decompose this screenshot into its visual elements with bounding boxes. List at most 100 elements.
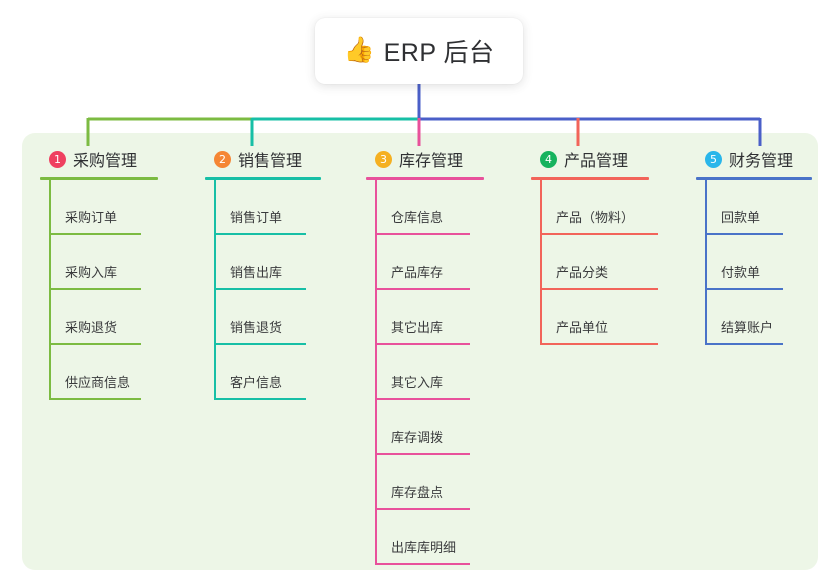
leaf-item[interactable]: 其它出库 — [375, 290, 484, 345]
column-3: 3 库存管理仓库信息产品库存其它出库其它入库库存调拨库存盘点出库库明细 — [366, 147, 484, 565]
leaf-item[interactable]: 采购退货 — [49, 290, 158, 345]
leaf-label: 客户信息 — [230, 375, 283, 390]
column-spine-3 — [375, 180, 377, 565]
leaf-rule — [51, 343, 141, 345]
leaf-item[interactable]: 库存调拨 — [375, 400, 484, 455]
leaf-label: 库存盘点 — [391, 485, 444, 500]
leaf-label: 产品分类 — [556, 265, 609, 280]
leaf-item[interactable]: 供应商信息 — [49, 345, 158, 400]
leaf-label: 仓库信息 — [391, 210, 444, 225]
column-header-1[interactable]: 1 采购管理 — [40, 147, 158, 171]
leaf-rule — [377, 233, 470, 235]
leaf-item[interactable]: 销售退货 — [214, 290, 321, 345]
column-items-1: 采购订单采购入库采购退货供应商信息 — [40, 180, 158, 400]
leaf-rule — [51, 233, 141, 235]
leaf-item[interactable]: 产品分类 — [540, 235, 658, 290]
column-rule-4 — [531, 177, 649, 180]
column-title-3: 库存管理 — [399, 153, 464, 170]
leaf-item[interactable]: 采购订单 — [49, 180, 158, 235]
leaf-item[interactable]: 销售出库 — [214, 235, 321, 290]
column-items-4: 产品（物料） 产品分类产品单位 — [531, 180, 658, 345]
leaf-label: 采购退货 — [65, 320, 118, 335]
column-title-2: 销售管理 — [238, 153, 303, 170]
leaf-label: 采购入库 — [65, 265, 118, 280]
leaf-label: 回款单 — [721, 210, 761, 225]
leaf-item[interactable]: 结算账户 — [705, 290, 812, 345]
column-badge-2: 2 — [214, 150, 231, 168]
column-items-2: 销售订单销售出库销售退货客户信息 — [205, 180, 321, 400]
leaf-item[interactable]: 付款单 — [705, 235, 812, 290]
column-title-4: 产品管理 — [564, 153, 629, 170]
leaf-rule — [707, 343, 783, 345]
leaf-label: 销售出库 — [230, 265, 283, 280]
leaf-item[interactable]: 产品（物料） — [540, 180, 658, 235]
leaf-item[interactable]: 库存盘点 — [375, 455, 484, 510]
column-title-5: 财务管理 — [729, 153, 794, 170]
leaf-item[interactable]: 产品库存 — [375, 235, 484, 290]
leaf-label: 供应商信息 — [65, 375, 131, 390]
leaf-rule — [542, 343, 658, 345]
leaf-label: 付款单 — [721, 265, 761, 280]
leaf-rule — [542, 288, 658, 290]
thumbs-up-icon: 👍 — [343, 35, 375, 64]
column-items-3: 仓库信息产品库存其它出库其它入库库存调拨库存盘点出库库明细 — [366, 180, 484, 565]
column-header-3[interactable]: 3 库存管理 — [366, 147, 484, 171]
leaf-rule — [216, 398, 306, 400]
leaf-rule — [377, 563, 470, 565]
leaf-label: 产品（物料） — [556, 210, 635, 225]
column-spine-2 — [214, 180, 216, 400]
leaf-label: 采购订单 — [65, 210, 118, 225]
leaf-item[interactable]: 出库库明细 — [375, 510, 484, 565]
leaf-rule — [707, 288, 783, 290]
leaf-rule — [216, 233, 306, 235]
leaf-rule — [51, 398, 141, 400]
root-node[interactable]: 👍 ERP 后台 — [315, 18, 523, 84]
leaf-label: 产品库存 — [391, 265, 444, 280]
leaf-rule — [377, 288, 470, 290]
leaf-label: 产品单位 — [556, 320, 609, 335]
leaf-label: 出库库明细 — [391, 540, 457, 555]
column-1: 1 采购管理采购订单采购入库采购退货供应商信息 — [40, 147, 158, 400]
column-rule-1 — [40, 177, 158, 180]
column-header-4[interactable]: 4 产品管理 — [531, 147, 649, 171]
leaf-item[interactable]: 采购入库 — [49, 235, 158, 290]
leaf-label: 销售订单 — [230, 210, 283, 225]
leaf-rule — [216, 288, 306, 290]
leaf-rule — [542, 233, 658, 235]
leaf-label: 销售退货 — [230, 320, 283, 335]
leaf-label: 其它入库 — [391, 375, 444, 390]
column-badge-1: 1 — [49, 150, 66, 168]
leaf-item[interactable]: 客户信息 — [214, 345, 321, 400]
column-4: 4 产品管理产品（物料） 产品分类产品单位 — [531, 147, 658, 345]
leaf-label: 库存调拨 — [391, 430, 444, 445]
column-header-5[interactable]: 5 财务管理 — [696, 147, 812, 171]
leaf-rule — [51, 288, 141, 290]
leaf-rule — [377, 453, 470, 455]
column-badge-3: 3 — [375, 150, 392, 168]
column-badge-4: 4 — [540, 150, 557, 168]
column-2: 2 销售管理销售订单销售出库销售退货客户信息 — [205, 147, 321, 400]
root-title: ERP 后台 — [383, 39, 495, 67]
leaf-label: 其它出库 — [391, 320, 444, 335]
leaf-item[interactable]: 其它入库 — [375, 345, 484, 400]
leaf-item[interactable]: 产品单位 — [540, 290, 658, 345]
column-rule-3 — [366, 177, 484, 180]
mindmap-panel — [22, 133, 818, 570]
leaf-rule — [216, 343, 306, 345]
column-rule-2 — [205, 177, 321, 180]
leaf-rule — [377, 398, 470, 400]
leaf-rule — [707, 233, 783, 235]
column-spine-1 — [49, 180, 51, 400]
column-header-2[interactable]: 2 销售管理 — [205, 147, 321, 171]
column-rule-5 — [696, 177, 812, 180]
column-5: 5 财务管理回款单付款单结算账户 — [696, 147, 812, 345]
leaf-item[interactable]: 回款单 — [705, 180, 812, 235]
leaf-item[interactable]: 销售订单 — [214, 180, 321, 235]
leaf-rule — [377, 343, 470, 345]
column-title-1: 采购管理 — [73, 153, 138, 170]
leaf-item[interactable]: 仓库信息 — [375, 180, 484, 235]
column-spine-5 — [705, 180, 707, 345]
column-items-5: 回款单付款单结算账户 — [696, 180, 812, 345]
column-badge-5: 5 — [705, 150, 722, 168]
leaf-label: 结算账户 — [721, 320, 774, 335]
